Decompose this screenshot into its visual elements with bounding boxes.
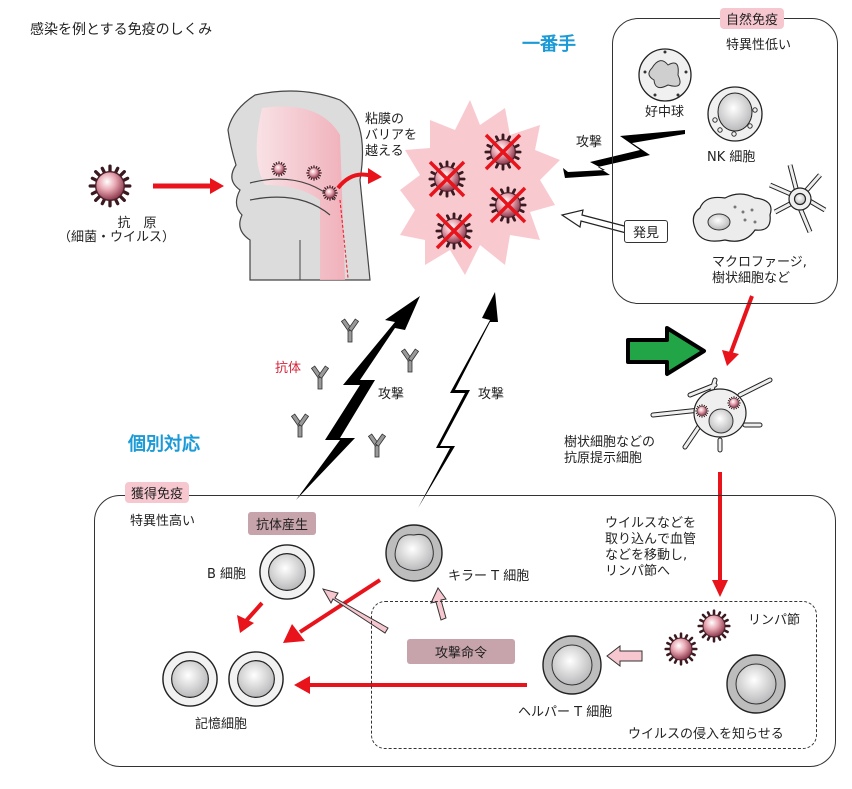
antibody-attack-lightning-icon — [296, 296, 420, 500]
innate-immunity-subtitle: 特異性低い — [726, 38, 792, 53]
discover-arrow-icon — [560, 209, 633, 235]
migration-note-3: などを移動し, — [605, 548, 688, 563]
nk-cell-label: NK 細胞 — [707, 150, 756, 165]
innate-immunity-tag: 自然免疫 — [720, 8, 785, 29]
macrophage-label-2: 樹状細胞など — [712, 271, 791, 286]
attack-label-killer-t: 攻撃 — [478, 387, 505, 402]
memory-cells-label: 記憶細胞 — [195, 717, 248, 732]
nk-cell-icon — [707, 86, 763, 142]
antigen-label: 抗 原 — [117, 216, 157, 231]
antigen-virus-icon — [88, 164, 132, 208]
lymph-node-cell-icon — [726, 654, 786, 714]
antigen-sublabel: （細菌・ウイルス） — [58, 230, 176, 245]
mucosa-label-2: バリアを — [365, 128, 418, 143]
lymph-node-label: リンパ節 — [748, 613, 801, 628]
neutrophil-label: 好中球 — [645, 105, 685, 120]
helper-t-cell-icon — [542, 635, 602, 695]
macrophage-label-1: マクロファージ, — [712, 255, 807, 270]
destroyed-viruses — [428, 133, 527, 250]
apc-label-1: 樹状細胞などの — [564, 435, 656, 450]
macrophage-icon — [692, 193, 772, 242]
antibody-label: 抗体 — [275, 361, 302, 376]
neutrophil-icon — [638, 48, 692, 102]
helper-t-cell-label: ヘルパー T 細胞 — [518, 705, 613, 720]
mucosa-label-1: 粘膜の — [365, 112, 405, 127]
acquired-immunity-box — [94, 495, 836, 767]
antibody-icon — [341, 318, 359, 343]
antibody-icon — [311, 365, 329, 390]
migration-note-4: リンパ節へ — [605, 564, 671, 579]
innate-attack-lightning-icon — [563, 130, 685, 178]
mucosa-label-3: 越える — [365, 144, 404, 159]
page-title: 感染を例とする免疫のしくみ — [30, 22, 213, 38]
lymph-node-area — [371, 601, 817, 749]
virus-in-throat-icon — [306, 165, 322, 181]
apc-label-2: 抗原提示細胞 — [564, 451, 643, 466]
acquired-immunity-subtitle: 特異性高い — [130, 514, 196, 529]
presented-antigen-icon — [727, 396, 741, 410]
b-cell-label: B 細胞 — [207, 567, 247, 582]
antibody-icon — [401, 348, 419, 373]
antibody-icon — [368, 433, 386, 458]
acquired-immunity-tag: 獲得免疫 — [125, 482, 190, 503]
dendritic-cell-icon — [769, 164, 827, 233]
infection-burst — [400, 100, 560, 275]
arrow-to-apc — [728, 295, 754, 356]
attack-label-antibody: 攻撃 — [378, 387, 405, 402]
notify-label: ウイルスの侵入を知らせる — [628, 727, 784, 742]
attack-order-tag: 攻撃命令 — [407, 639, 516, 664]
antibody-icon — [291, 413, 309, 438]
migration-note-1: ウイルスなどを — [605, 516, 697, 531]
presented-antigen-icon — [695, 404, 709, 418]
killer-t-cell-label: キラー T 細胞 — [448, 569, 530, 584]
arrows-to-memory-cells — [237, 578, 527, 694]
killer-t-cell-icon — [385, 524, 443, 582]
virus-in-throat-icon — [322, 185, 338, 201]
antigen-presenting-cell-icon — [650, 377, 773, 453]
discover-label: 発見 — [624, 220, 669, 243]
green-arrow-icon — [626, 326, 706, 376]
first-responder-heading: 一番手 — [522, 34, 576, 55]
individual-response-heading: 個別対応 — [128, 434, 200, 455]
killer-t-attack-lightning-icon — [418, 292, 498, 508]
antibody-production-tag: 抗体産生 — [248, 512, 317, 535]
migration-note-2: 取り込んで血管 — [605, 532, 697, 547]
innate-attack-label: 攻撃 — [576, 135, 603, 150]
virus-in-throat-icon — [271, 161, 287, 177]
throat-cross-section-icon — [227, 90, 371, 281]
